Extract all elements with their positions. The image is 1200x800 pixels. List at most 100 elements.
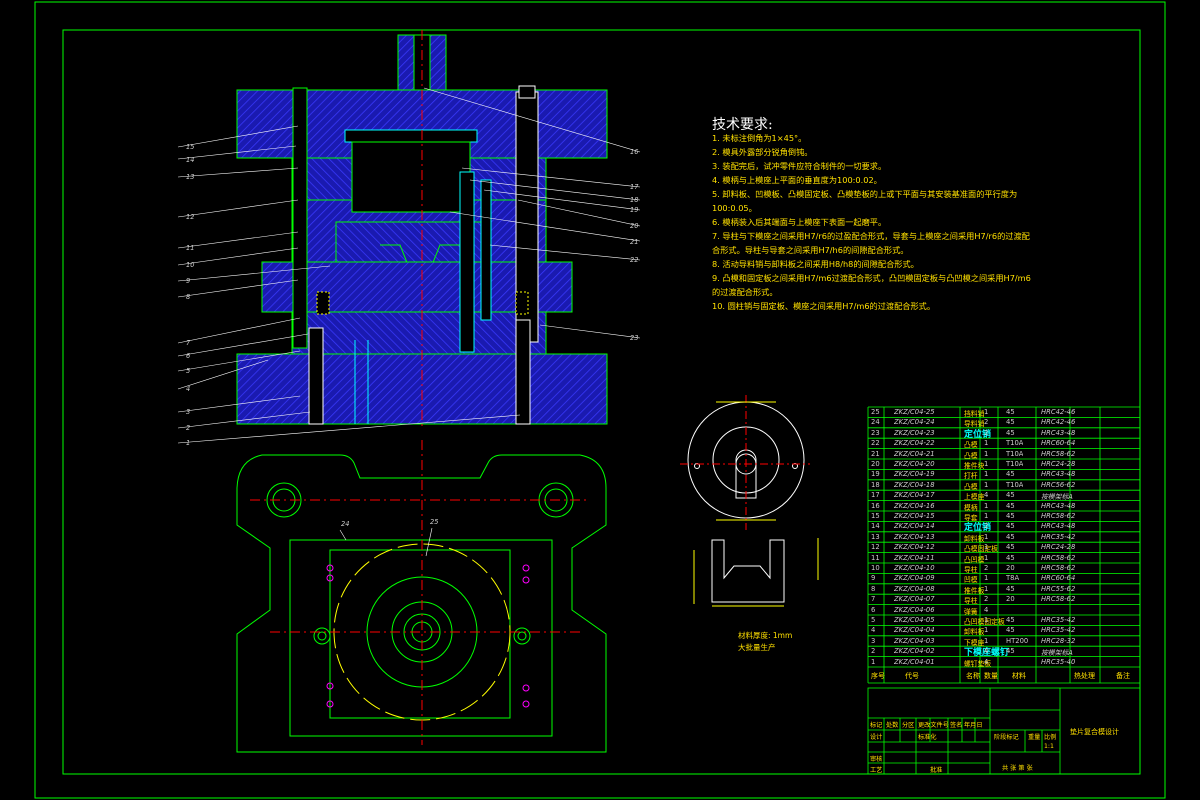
bom-cell-name: 下模座 (964, 638, 985, 647)
leader-label-18: 18 (630, 196, 639, 204)
bom-cell-name: 弹簧 (964, 607, 978, 616)
bom-cell-mat: 45 (1006, 428, 1015, 437)
bom-cell-hrc: HRC35-42 (1041, 616, 1076, 624)
bom-cell-no: 10 (871, 564, 880, 572)
leader-label-4: 4 (186, 385, 191, 393)
bom-cell-mat: T10A (1006, 439, 1024, 448)
bom-cell-no: 20 (871, 460, 880, 468)
bom-header: 代号 (905, 672, 919, 680)
bom-cell-no: 8 (871, 584, 876, 593)
bom-cell-code: ZKZ/C04-03 (894, 636, 935, 645)
title-block-label: 更改文件号 (918, 722, 949, 729)
bom-cell-code: ZKZ/C04-11 (894, 553, 935, 562)
bom-grid (867, 406, 1140, 684)
bom-cell-qty: 1 (984, 439, 989, 448)
title-block-grid (867, 687, 1141, 775)
tech-requirement-item: 5. 卸料板、凹模板、凸模固定板、凸模垫板的上或下平面与其安装基准面的平行度为1… (712, 189, 1018, 213)
bom-cell-no: 13 (871, 532, 880, 541)
bom-cell-mat: 45 (1006, 470, 1015, 479)
leader-label-14: 14 (186, 156, 195, 164)
bom-cell-code: ZKZ/C04-19 (894, 470, 935, 479)
bom-cell-qty: 1 (984, 543, 989, 552)
leader-label-6: 6 (186, 352, 191, 360)
bom-cell-name: 导柱 (964, 566, 978, 574)
sheet-count: 共 张 第 张 (1002, 765, 1033, 772)
bom-cell-name: 凸模 (964, 451, 978, 460)
bom-cell-no: 7 (871, 595, 876, 604)
bom-cell-qty: 1 (984, 574, 989, 583)
bom-cell-name: 打杆 (964, 472, 978, 481)
bom-cell-code: ZKZ/C04-01 (894, 657, 935, 666)
bom-cell-code: ZKZ/C04-10 (894, 564, 935, 572)
bom-cell-qty: 1 (984, 480, 989, 489)
bom-cell-hrc: HRC58-62 (1041, 449, 1076, 458)
bom-cell-name: 导柱 (964, 597, 978, 606)
part-note-production: 大批量生产 (738, 643, 776, 652)
bom-cell-name: 挡料销 (964, 410, 985, 418)
bom-cell-mat: 45 (1006, 491, 1015, 500)
bom-cell-mat: 45 (1006, 522, 1015, 531)
tech-requirement-item: 6. 模柄装入后其端面与上模座下表面一起磨平。 (712, 217, 887, 227)
bom-cell-mat: 45 (1006, 408, 1015, 416)
leader-label-23: 23 (630, 334, 639, 342)
leader-label-19: 19 (630, 206, 639, 214)
inner-frame (62, 29, 1141, 775)
bom-cell-hrc: HRC58-62 (1041, 595, 1076, 604)
bom-cell-hrc: HRC28-32 (1041, 636, 1076, 645)
bom-cell-hrc: HRC58-62 (1041, 553, 1076, 562)
bom-cell-code: ZKZ/C04-25 (894, 408, 935, 416)
tech-requirement-item: 9. 凸模和固定板之间采用H7/m6过渡配合形式，凸凹模固定板与凸凹模之间采用H… (712, 273, 1031, 297)
part-drawing (680, 395, 819, 607)
bom-cell-mat: HT200 (1006, 636, 1029, 645)
title-block-label: 比例 (1044, 734, 1057, 741)
title-block-label: 标记 (870, 722, 883, 729)
bom-cell-mat: 45 (1006, 532, 1015, 541)
bom-cell-hrc: HRC43-48 (1041, 470, 1076, 479)
leader-label-22: 22 (630, 256, 639, 264)
leader-label-9: 9 (186, 277, 191, 285)
title-block-label: 批准 (930, 767, 943, 774)
tech-requirement-item: 4. 模柄与上模座上平面的垂直度为100:0.02。 (712, 175, 882, 185)
leader-label-3: 3 (186, 408, 191, 416)
bom-cell-name: 凸凹模 (964, 555, 985, 564)
bom-cell-qty: 2 (984, 418, 989, 427)
bom-cell-name: 定位销 (964, 429, 992, 440)
leader-label-10: 10 (186, 261, 195, 269)
title-block-label: 阶段标记 (994, 734, 1019, 741)
bom-cell-qty: 2 (984, 595, 989, 604)
tech-requirement-item: 7. 导柱与下模座之间采用H7/r6的过盈配合形式，导套与上模座之间采用H7/r… (712, 231, 1030, 255)
bom-cell-hrc: HRC42-46 (1041, 408, 1076, 416)
plan-label-25: 25 (430, 518, 439, 526)
title-block-label: 分区 (902, 722, 915, 729)
bom-cell-code: ZKZ/C04-16 (894, 501, 935, 510)
bom-cell-no: 1 (871, 657, 876, 666)
bom-cell-mat: 45 (1006, 616, 1015, 624)
bom-header: 名称 (966, 672, 980, 680)
title-block-label: 设计 (870, 734, 883, 741)
bom-cell-no: 5 (871, 616, 876, 624)
bom-cell-qty: 1 (984, 501, 989, 510)
bom-cell-code: ZKZ/C04-24 (894, 418, 935, 427)
bom-header: 热处理 (1074, 672, 1095, 680)
bom-cell-name: 模柄 (964, 503, 978, 512)
bom-cell-hrc: 按模架标A (1041, 649, 1073, 658)
bom-cell-qty: 1 (984, 616, 989, 624)
bom-cell-hrc: HRC35-42 (1041, 532, 1076, 541)
bom-cell-qty: 1 (984, 532, 989, 541)
bom-cell-qty: 1 (984, 584, 989, 593)
bom-cell-mat: T10A (1006, 480, 1024, 489)
bom-cell-mat: 45 (1006, 543, 1015, 552)
bom-cell-name: 定位销 (964, 523, 992, 534)
bom-cell-mat: 45 (1006, 626, 1015, 635)
bom-cell-name: 卸料板 (964, 534, 985, 543)
drawing-scale: 1:1 (1044, 743, 1054, 750)
plan-label-24: 24 (341, 520, 350, 528)
bom-header: 序号 (871, 672, 885, 680)
bom-header: 材料 (1012, 672, 1026, 680)
bom-cell-qty: 1 (984, 470, 989, 479)
bom-cell-name: 凸模 (964, 482, 978, 491)
bom-cell-no: 2 (871, 647, 876, 656)
bom-cell-mat: 45 (1006, 647, 1015, 656)
leader-lines-right (423, 87, 641, 339)
bom-cell-qty: 1 (984, 460, 989, 468)
